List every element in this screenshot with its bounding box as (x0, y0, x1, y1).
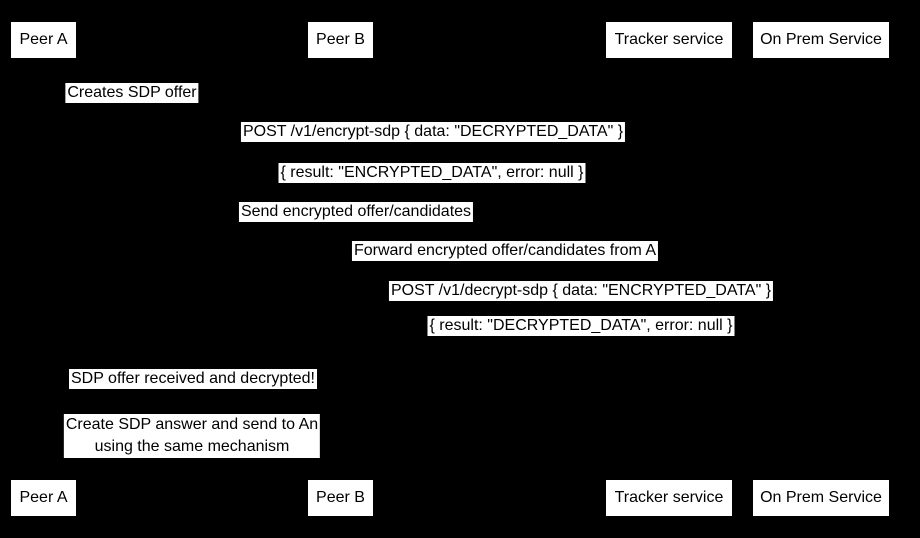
message-label-line: Creates SDP offer (67, 84, 197, 101)
message-label-tracker-service-to-peer-b: Forward encrypted offer/candidates from … (351, 241, 659, 261)
message-label-line: POST /v1/decrypt-sdp { data: "ENCRYPTED_… (390, 282, 772, 299)
message-label-peer-a-to-on-prem-service: POST /v1/encrypt-sdp { data: "DECRYPTED_… (240, 122, 626, 142)
message-label-line: SDP offer received and decrypted! (71, 370, 315, 387)
message-label-peer-b-to-peer-a: SDP offer received and decrypted! (69, 369, 317, 389)
message-label-on-prem-service-to-peer-b: { result: "DECRYPTED_DATA", error: null … (427, 316, 735, 336)
message-label-line: using the same mechanism (94, 438, 290, 455)
message-label-line: Create SDP answer and send to An (65, 416, 319, 433)
participant-box-top-on-prem-service: On Prem Service (753, 22, 889, 58)
message-label-on-prem-service-to-peer-a: { result: "ENCRYPTED_DATA", error: null … (278, 163, 586, 183)
message-label-peer-a-to-tracker-service: Send encrypted offer/candidates (238, 202, 474, 222)
message-label-line: Forward encrypted offer/candidates from … (353, 242, 657, 259)
message-label-line: { result: "ENCRYPTED_DATA", error: null … (280, 164, 584, 181)
message-label-peer-a-to-peer-a: Creates SDP offer (65, 83, 199, 103)
message-label-line: POST /v1/encrypt-sdp { data: "DECRYPTED_… (242, 123, 624, 140)
participant-box-bottom-peer-b: Peer B (308, 480, 373, 516)
participant-box-bottom-tracker-service: Tracker service (606, 480, 732, 516)
participant-box-top-tracker-service: Tracker service (606, 22, 732, 58)
message-label-peer-b-to-on-prem-service: POST /v1/decrypt-sdp { data: "ENCRYPTED_… (388, 281, 774, 301)
participant-box-bottom-peer-a: Peer A (11, 480, 76, 516)
participant-box-top-peer-b: Peer B (308, 22, 373, 58)
participant-box-top-peer-a: Peer A (11, 22, 76, 58)
participant-box-bottom-on-prem-service: On Prem Service (753, 480, 889, 516)
message-label-peer-a-to-peer-b: Create SDP answer and send to An using th… (63, 414, 321, 458)
message-label-line: Send encrypted offer/candidates (240, 203, 472, 220)
message-label-line: { result: "DECRYPTED_DATA", error: null … (429, 317, 733, 334)
